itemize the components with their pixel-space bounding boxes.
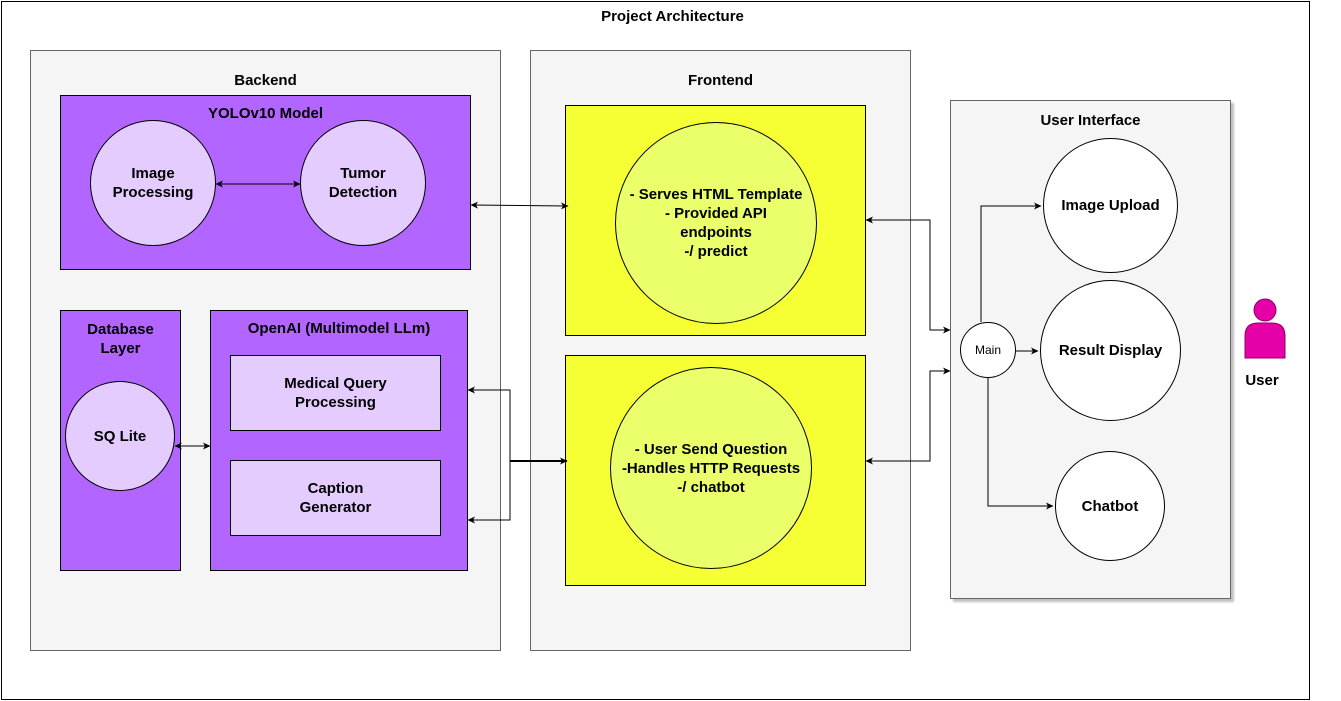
medical-query-node: Medical Query Processing — [230, 355, 441, 431]
chatbot-label: Chatbot — [1081, 497, 1139, 515]
image-processing-label: Image Processing — [112, 165, 194, 201]
tumor-detection-node: Tumor Detection — [300, 120, 426, 246]
chatbot-node: Chatbot — [1055, 451, 1165, 561]
image-upload-node: Image Upload — [1043, 138, 1178, 273]
yolo-model-title: YOLOv10 Model — [207, 105, 324, 122]
user-interface-title: User Interface — [1040, 112, 1141, 129]
user-label: User — [1245, 372, 1279, 389]
frontend-chatbot-label: - User Send Question -Handles HTTP Reque… — [621, 440, 801, 496]
openai-title: OpenAI (Multimodel LLm) — [247, 320, 431, 337]
medical-query-label: Medical Query Processing — [284, 375, 387, 411]
database-layer-title: Database Layer — [87, 321, 154, 357]
image-processing-node: Image Processing — [90, 120, 216, 246]
tumor-detection-label: Tumor Detection — [328, 165, 398, 201]
frontend-predict-label: - Serves HTML Template - Provided API en… — [629, 186, 803, 260]
frontend-chatbot-node: - User Send Question -Handles HTTP Reque… — [610, 367, 812, 569]
result-display-label: Result Display — [1058, 342, 1163, 359]
frontend-predict-node: - Serves HTML Template - Provided API en… — [615, 122, 817, 324]
sqlite-node: SQ Lite — [65, 381, 175, 491]
main-node: Main — [960, 322, 1016, 378]
result-display-node: Result Display — [1040, 280, 1181, 421]
sqlite-label: SQ Lite — [93, 427, 147, 445]
caption-generator-node: Caption Generator — [230, 460, 441, 536]
frontend-title: Frontend — [688, 72, 753, 89]
caption-generator-label: Caption Generator — [299, 480, 372, 516]
main-label: Main — [974, 343, 1001, 357]
user-icon — [1244, 298, 1286, 359]
backend-title: Backend — [234, 72, 297, 89]
diagram-title: Project Architecture — [601, 8, 744, 25]
image-upload-label: Image Upload — [1061, 197, 1160, 214]
